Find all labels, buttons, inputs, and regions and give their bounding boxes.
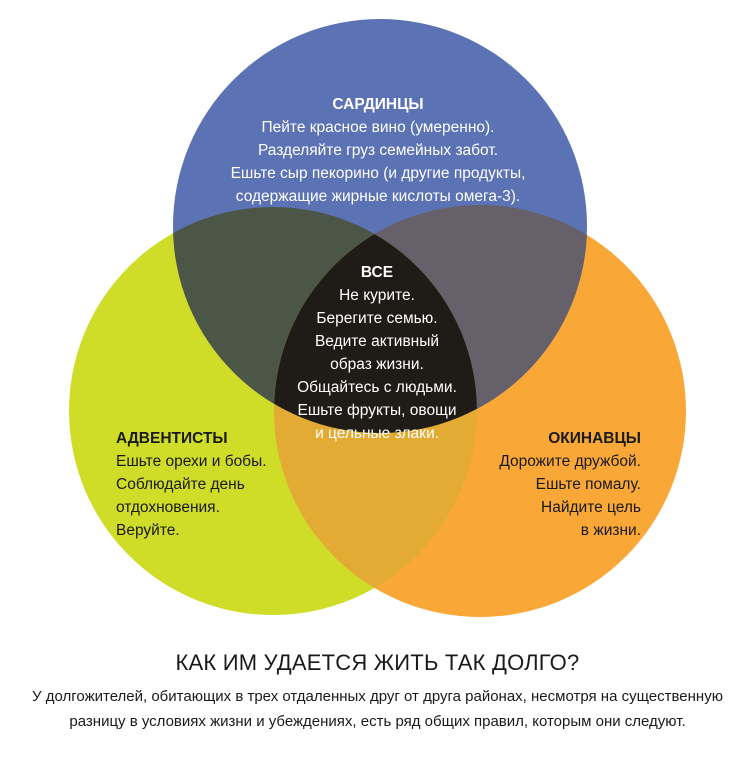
sardinians-line: Разделяйте груз семейных забот.	[258, 142, 498, 159]
okinawans-title: ОКИНАВЦЫ	[548, 430, 641, 447]
all-line: Не курите.	[339, 287, 415, 304]
all-title: ВСЕ	[361, 264, 393, 281]
all-line: Общайтесь с людьми.	[297, 379, 457, 396]
all-line: Ведите активный	[315, 333, 439, 350]
okinawans-line: Ешьте помалу.	[536, 476, 641, 493]
sardinians-line: содержащие жирные кислоты омега-3).	[236, 188, 520, 205]
adventists-line: Веруйте.	[116, 522, 180, 539]
sardinians-title: САРДИНЦЫ	[332, 96, 423, 113]
sardinians-line: Ешьте сыр пекорино (и другие продукты,	[231, 165, 526, 182]
adventists-text: АДВЕНТИСТЫ Ешьте орехи и бобы. Соблюдайт…	[116, 430, 267, 539]
sardinians-line: Пейте красное вино (умеренно).	[262, 119, 495, 136]
adventists-title: АДВЕНТИСТЫ	[116, 430, 228, 447]
caption: У долгожителей, обитающих в трех отдален…	[20, 684, 735, 734]
okinawans-line: в жизни.	[581, 522, 641, 539]
adventists-line: отдохновения.	[116, 499, 220, 516]
venn-diagram: САРДИНЦЫ Пейте красное вино (умеренно). …	[69, 19, 686, 617]
okinawans-text: ОКИНАВЦЫ Дорожите дружбой. Ешьте помалу.…	[499, 430, 641, 539]
caption-line: У долгожителей, обитающих в трех отдален…	[32, 688, 723, 705]
all-line: Ешьте фрукты, овощи	[298, 402, 457, 419]
page-heading: КАК ИМ УДАЕТСЯ ЖИТЬ ТАК ДОЛГО?	[175, 650, 580, 675]
adventists-line: Соблюдайте день	[116, 476, 245, 493]
all-text: ВСЕ Не курите. Берегите семью. Ведите ак…	[297, 264, 457, 442]
all-line: и цельные злаки.	[315, 425, 439, 442]
all-line: Берегите семью.	[316, 310, 437, 327]
okinawans-line: Дорожите дружбой.	[499, 453, 641, 470]
all-line: образ жизни.	[330, 356, 424, 373]
adventists-line: Ешьте орехи и бобы.	[116, 453, 267, 470]
sardinians-text: САРДИНЦЫ Пейте красное вино (умеренно). …	[231, 96, 526, 205]
caption-line: разницу в условиях жизни и убеждениях, е…	[69, 713, 686, 730]
okinawans-line: Найдите цель	[541, 499, 641, 516]
common-center-overlap	[274, 207, 477, 433]
